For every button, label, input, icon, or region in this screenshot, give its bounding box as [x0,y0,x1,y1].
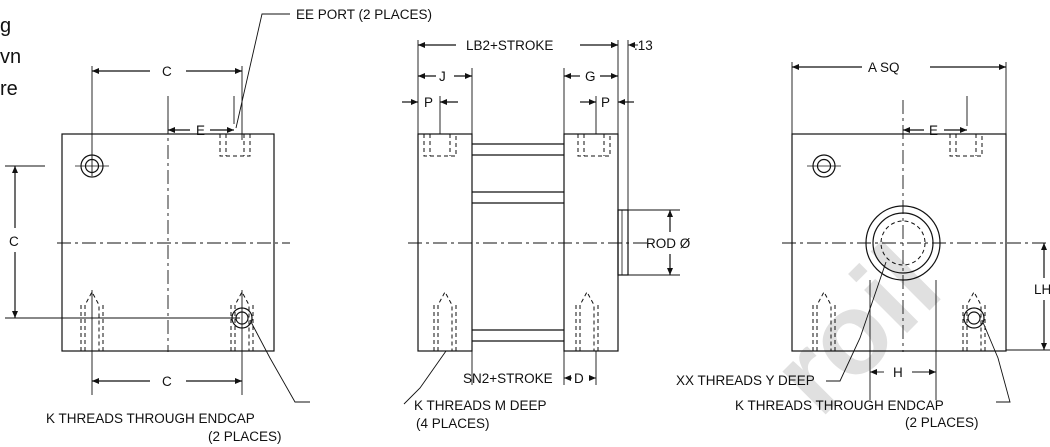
dim-d: D [574,371,584,386]
right-endcap-outline [791,133,1007,352]
dim-lh: LH [1034,282,1050,297]
dim-c-top: C [162,64,172,79]
dim-p-left: P [424,95,433,110]
left-endcap-side [417,133,473,352]
dim-c-side: C [9,234,19,249]
dim-a-sq: A SQ [868,60,900,75]
xx-threads-callout: XX THREADS Y DEEP [676,373,815,388]
k-threads-places-right: (2 PLACES) [905,415,979,430]
dim-lb2-stroke: LB2+STROKE [466,38,553,53]
text-fragment-2: vn [0,46,22,68]
text-fragment-1: g [0,15,12,37]
middle-view [402,40,680,405]
dim-point-13: .13 [634,38,653,53]
dim-p-right: P [601,95,610,110]
rod-diameter-label: ROD Ø [646,236,691,251]
dim-e-right: E [929,123,938,138]
right-view [782,62,1050,403]
text-fragment-3: re [0,78,18,100]
dim-sn2-stroke: SN2+STROKE [463,371,553,386]
dim-h: H [893,365,903,380]
k-threads-callout-left: K THREADS THROUGH ENDCAP [46,411,255,426]
right-endcap-side [563,133,619,352]
ee-port-callout: EE PORT (2 PLACES) [296,7,432,22]
dim-j: J [439,69,446,84]
dim-g: G [585,69,596,84]
k-threads-m-deep-callout: K THREADS M DEEP [414,398,547,413]
dim-c-bottom: C [162,374,172,389]
left-view [5,13,310,403]
dim-e-left: E [196,123,205,138]
k-threads-places-left: (2 PLACES) [208,429,282,444]
k-threads-four-places: (4 PLACES) [416,416,490,431]
k-threads-callout-right: K THREADS THROUGH ENDCAP [735,398,944,413]
